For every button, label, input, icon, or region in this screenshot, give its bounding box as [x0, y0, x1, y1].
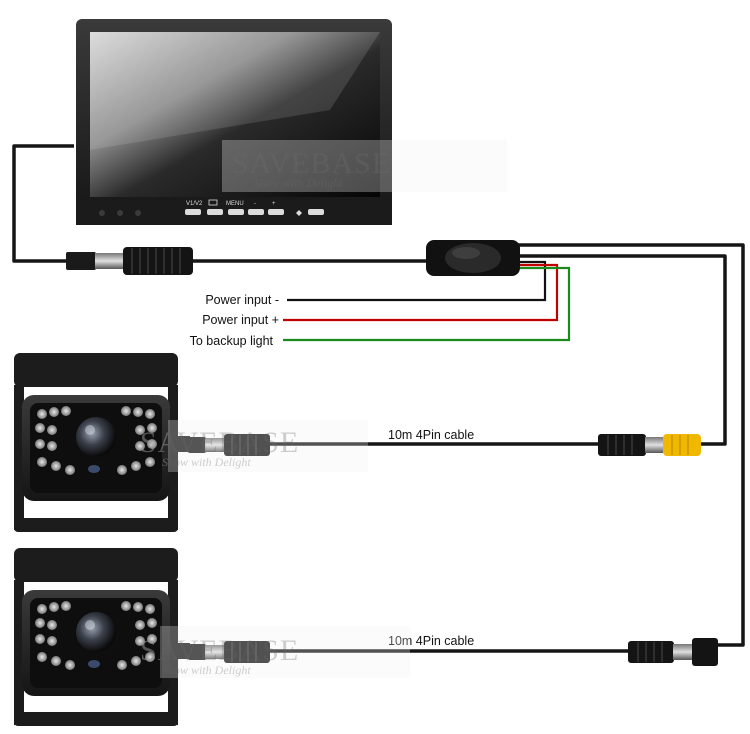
monitor-button-label-4: + [272, 201, 276, 207]
camera-1-cable-label: 10m 4Pin cable [388, 428, 474, 442]
watermark-top: SAVEBASE Show with Delight [222, 140, 507, 192]
camera1-trunk-cable [518, 254, 727, 446]
camera-1 [14, 353, 190, 532]
camera-1-sensor-icon [88, 465, 100, 473]
camera-2 [14, 548, 190, 726]
monitor-buttons: V1/V2 MENU - + [99, 199, 324, 216]
monitor-dot-icon [296, 210, 302, 216]
cables [12, 144, 745, 653]
power-wires [283, 260, 571, 342]
power-minus-label: Power input - [205, 293, 279, 307]
backup-light-wire [283, 266, 571, 342]
watermark-brand-bottom: SAVEBASE [140, 634, 299, 667]
camera-2-plug [188, 641, 270, 663]
camera2-trunk-cable [518, 243, 745, 647]
monitor-button-5[interactable] [268, 209, 284, 215]
monitor-button-label-1: V1/V2 [186, 201, 203, 207]
camera-1-extension-socket [598, 434, 701, 456]
camera-1-yellow-connector [663, 434, 701, 456]
monitor-button-2[interactable] [207, 209, 223, 215]
watermark-middle: SAVEBASE Show with Delight [140, 420, 368, 472]
watermark-bottom: SAVEBASE Show with Delight [140, 626, 410, 678]
splitter-box [426, 240, 520, 276]
camera-1-ir-leds [35, 406, 157, 475]
backup-light-label: To backup light [190, 334, 274, 348]
watermark-tagline-top: Show with Delight [254, 176, 343, 190]
power-plus-label: Power input + [202, 313, 279, 327]
monitor-connector [66, 247, 193, 275]
watermark-tagline-bottom: Show with Delight [162, 663, 251, 677]
monitor-button-1[interactable] [185, 209, 201, 215]
camera-2-lens [76, 612, 116, 652]
camera-2-ir-leds [35, 601, 157, 670]
monitor-button-label-3: - [254, 201, 256, 207]
watermark-brand-top: SAVEBASE [232, 147, 391, 180]
power-minus-wire [287, 260, 547, 302]
camera-2-extension-socket [628, 638, 718, 666]
power-plus-wire [283, 263, 559, 322]
monitor-button-3[interactable] [228, 209, 244, 215]
monitor-cable [12, 144, 74, 263]
monitor-button-6[interactable] [308, 209, 324, 215]
monitor-button-label-2: MENU [226, 201, 244, 207]
monitor-button-4[interactable] [248, 209, 264, 215]
monitor-ir-icon [117, 210, 123, 216]
monitor-light-icon [135, 210, 141, 216]
watermark-brand-middle: SAVEBASE [140, 426, 299, 459]
camera-2-cable-label: 10m 4Pin cable [388, 634, 474, 648]
camera-2-sensor-icon [88, 660, 100, 668]
monitor: V1/V2 MENU - + [76, 19, 392, 225]
monitor-power-icon [99, 210, 105, 216]
camera-1-lens [76, 417, 116, 457]
monitor-menu-icon [208, 199, 218, 206]
camera-1-plug [188, 434, 270, 456]
watermark-tagline-middle: Show with Delight [162, 455, 251, 469]
